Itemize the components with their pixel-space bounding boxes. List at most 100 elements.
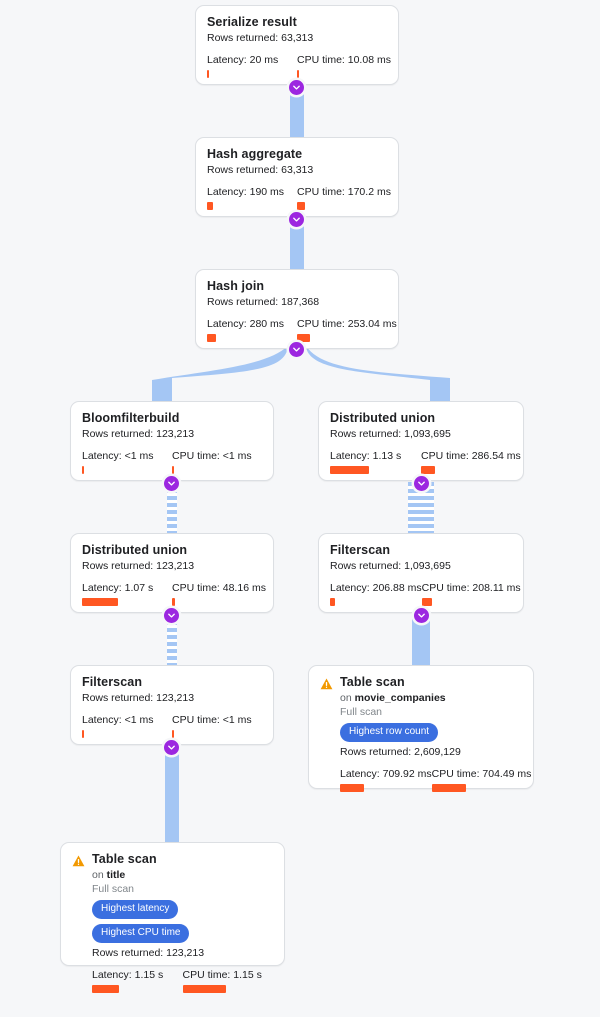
cpu-metric: CPU time: 704.49 ms <box>431 768 531 792</box>
chevron-down-icon <box>293 85 300 90</box>
latency-bar <box>207 70 209 78</box>
cpu-label: CPU time: 170.2 ms <box>297 186 391 198</box>
latency-label: Latency: 1.15 s <box>92 969 164 981</box>
cpu-metric: CPU time: <1 ms <box>172 450 262 474</box>
plan-node-distributed-union-right[interactable]: Distributed union Rows returned: 1,093,6… <box>318 401 524 481</box>
edge-filterscan-to-table-scan-title <box>165 746 179 844</box>
expander-distributed-union-left[interactable] <box>164 608 179 623</box>
latency-label: Latency: 1.07 s <box>82 582 154 594</box>
edge-hash-aggregate-to-hash-join <box>290 218 304 270</box>
node-metrics: Latency: 190 ms CPU time: 170.2 ms <box>207 186 391 210</box>
latency-metric: Latency: <1 ms <box>82 450 172 474</box>
edge-distributed-union-to-filterscan-left <box>167 614 177 666</box>
node-rows-returned: Rows returned: 123,213 <box>82 692 195 704</box>
latency-metric: Latency: 709.92 ms <box>340 768 432 792</box>
cpu-metric: CPU time: <1 ms <box>172 714 262 738</box>
plan-node-bloomfilterbuild[interactable]: Bloomfilterbuild Rows returned: 123,213 … <box>70 401 274 481</box>
cpu-metric: CPU time: 253.04 ms <box>297 318 397 342</box>
chevron-down-icon <box>418 613 425 618</box>
plan-node-table-scan-movie-companies[interactable]: Table scan on movie_companies Full scan … <box>308 665 534 792</box>
edge-hash-join-branch <box>152 346 450 406</box>
node-title: Hash join <box>207 279 265 293</box>
expander-hash-join[interactable] <box>289 342 304 357</box>
node-title: Table scan <box>340 675 405 689</box>
badge-highest-row-count[interactable]: Highest row count <box>340 723 439 742</box>
node-metrics: Latency: <1 ms CPU time: <1 ms <box>82 714 262 738</box>
latency-bar <box>82 598 118 606</box>
latency-bar <box>82 466 84 474</box>
on-prefix: on <box>92 869 104 881</box>
node-title: Distributed union <box>330 411 436 425</box>
cpu-bar <box>431 784 466 792</box>
cpu-bar <box>421 598 432 606</box>
cpu-bar <box>297 70 299 78</box>
expander-distributed-union-right[interactable] <box>414 476 429 491</box>
latency-label: Latency: 190 ms <box>207 186 285 198</box>
node-title: Filterscan <box>330 543 391 557</box>
latency-bar <box>207 334 216 342</box>
latency-metric: Latency: 1.15 s <box>92 969 183 993</box>
expander-filterscan-right[interactable] <box>414 608 429 623</box>
latency-label: Latency: 709.92 ms <box>340 768 432 780</box>
expander-serialize-result[interactable] <box>289 80 304 95</box>
cpu-metric: CPU time: 170.2 ms <box>297 186 391 210</box>
cpu-metric: CPU time: 48.16 ms <box>172 582 266 606</box>
node-metrics: Latency: 280 ms CPU time: 253.04 ms <box>207 318 397 342</box>
badge-highest-cpu-time[interactable]: Highest CPU time <box>92 924 190 943</box>
edge-serialize-to-hash-aggregate <box>290 86 304 138</box>
cpu-label: CPU time: 253.04 ms <box>297 318 397 330</box>
chevron-down-icon <box>418 481 425 486</box>
warning-triangle-icon <box>72 854 85 872</box>
expander-filterscan-left[interactable] <box>164 740 179 755</box>
cpu-label: CPU time: <1 ms <box>172 714 252 726</box>
latency-bar <box>340 784 364 792</box>
node-table-line: on title <box>92 868 273 882</box>
plan-node-distributed-union-left[interactable]: Distributed union Rows returned: 123,213… <box>70 533 274 613</box>
cpu-bar <box>297 334 310 342</box>
chevron-down-icon <box>168 745 175 750</box>
latency-metric: Latency: 190 ms <box>207 186 297 210</box>
node-table-line: on movie_companies <box>340 691 522 705</box>
plan-node-table-scan-title[interactable]: Table scan on title Full scan Highest la… <box>60 842 285 993</box>
node-rows-returned: Rows returned: 63,313 <box>207 164 314 176</box>
latency-metric: Latency: 20 ms <box>207 54 297 78</box>
badge-highest-latency[interactable]: Highest latency <box>92 900 179 919</box>
cpu-metric: CPU time: 10.08 ms <box>297 54 391 78</box>
node-title: Distributed union <box>82 543 188 557</box>
node-rows-returned: Rows returned: 1,093,695 <box>330 428 451 440</box>
cpu-bar <box>172 598 175 606</box>
chevron-down-icon <box>293 217 300 222</box>
node-metrics: Latency: 1.15 s CPU time: 1.15 s <box>92 969 273 993</box>
cpu-bar <box>182 985 226 993</box>
node-rows-returned: Rows returned: 1,093,695 <box>330 560 451 572</box>
node-title: Table scan <box>92 852 157 866</box>
cpu-bar <box>172 730 174 738</box>
node-rows-returned: Rows returned: 123,213 <box>82 560 195 572</box>
expander-bloomfilterbuild[interactable] <box>164 476 179 491</box>
node-badges: Highest latency Highest CPU time <box>92 900 273 943</box>
cpu-label: CPU time: 208.11 ms <box>421 582 521 594</box>
node-title: Serialize result <box>207 15 297 29</box>
node-title: Filterscan <box>82 675 143 689</box>
plan-node-filterscan-left[interactable]: Filterscan Rows returned: 123,213 Latenc… <box>70 665 274 745</box>
chevron-down-icon <box>168 481 175 486</box>
node-rows-returned: Rows returned: 123,213 <box>92 947 205 959</box>
plan-node-serialize-result[interactable]: Serialize result Rows returned: 63,313 L… <box>195 5 399 85</box>
expander-hash-aggregate[interactable] <box>289 212 304 227</box>
latency-label: Latency: 206.88 ms <box>330 582 422 594</box>
plan-node-hash-aggregate[interactable]: Hash aggregate Rows returned: 63,313 Lat… <box>195 137 399 217</box>
cpu-label: CPU time: 286.54 ms <box>421 450 521 462</box>
plan-node-filterscan-right[interactable]: Filterscan Rows returned: 1,093,695 Late… <box>318 533 524 613</box>
chevron-down-icon <box>293 347 300 352</box>
chevron-down-icon <box>168 613 175 618</box>
node-scan-type: Full scan <box>92 883 135 895</box>
cpu-metric: CPU time: 286.54 ms <box>421 450 521 474</box>
node-badges: Highest row count <box>340 723 522 742</box>
cpu-label: CPU time: <1 ms <box>172 450 252 462</box>
cpu-bar <box>172 466 174 474</box>
plan-node-hash-join[interactable]: Hash join Rows returned: 187,368 Latency… <box>195 269 399 349</box>
latency-label: Latency: 280 ms <box>207 318 285 330</box>
cpu-label: CPU time: 48.16 ms <box>172 582 266 594</box>
